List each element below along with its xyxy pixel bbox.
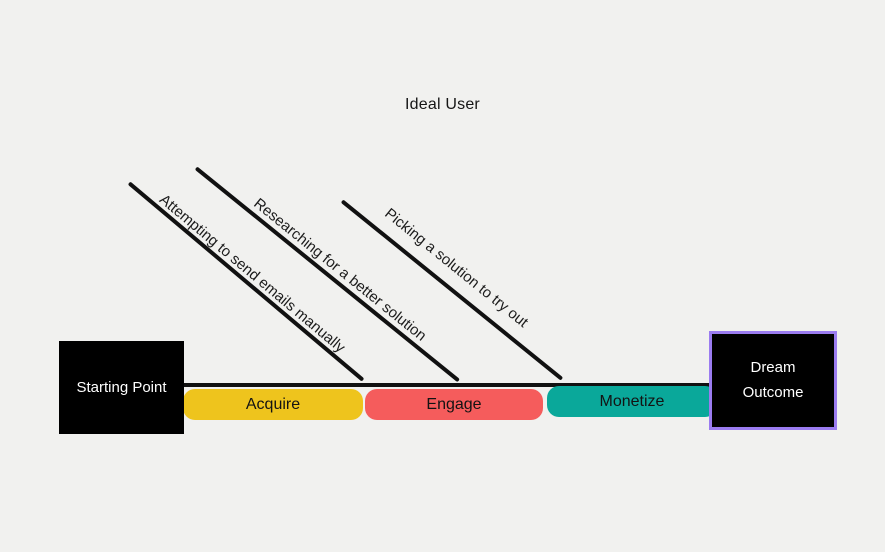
end-node-selected[interactable]: Dream Outcome	[709, 331, 837, 430]
phase-pill-engage[interactable]: Engage	[365, 389, 543, 420]
start-node[interactable]: Starting Point	[59, 341, 184, 434]
phase-label: Acquire	[245, 395, 301, 413]
end-node-label: Dream Outcome	[742, 358, 804, 401]
phase-pill-monetize[interactable]: Monetize	[547, 386, 717, 417]
start-node-label: Starting Point	[76, 379, 167, 396]
phase-label: Engage	[426, 395, 482, 413]
phase-pill-acquire[interactable]: Acquire	[183, 389, 363, 420]
timeline-axis-line[interactable]	[182, 383, 712, 387]
diagram-title: Ideal User	[405, 96, 480, 113]
phase-label: Monetize	[599, 392, 665, 410]
